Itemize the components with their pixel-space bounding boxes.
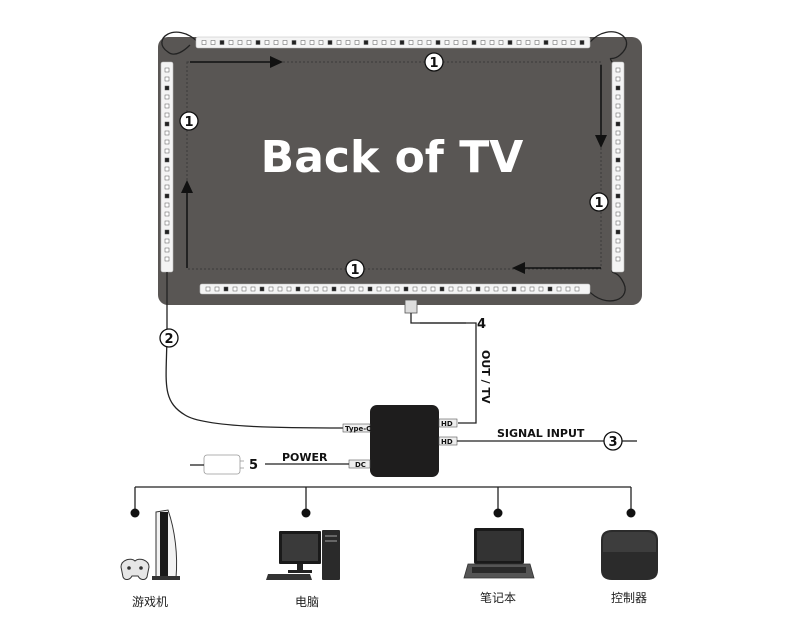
direction-arrow-right (595, 65, 607, 148)
strip-marker-top: 1 (424, 52, 444, 72)
game-console-icon (120, 509, 180, 580)
corner-cable-top-right (589, 31, 628, 63)
corner-cable-bottom-right (587, 269, 626, 302)
svg-text:HD: HD (441, 438, 453, 446)
svg-text:1: 1 (350, 263, 359, 278)
direction-arrow-bottom (512, 262, 601, 274)
type-c-port: Type-C (342, 423, 371, 433)
signal-input-label: SIGNAL INPUT (497, 427, 585, 440)
svg-text:HD: HD (441, 420, 453, 428)
led-strip-left (160, 61, 174, 273)
control-box-icon (601, 530, 658, 580)
power-label: POWER (282, 451, 328, 464)
svg-text:1: 1 (594, 196, 603, 211)
hdmi-out-marker: 4 (477, 317, 486, 332)
power-adapter (203, 454, 244, 475)
signal-input-marker: 3 (603, 431, 623, 451)
svg-text:3: 3 (608, 435, 617, 450)
hd-out-port: HD (438, 418, 458, 428)
hdmi-out-cable (410, 313, 477, 424)
dc-port: DC (348, 459, 371, 469)
out-tv-label: OUT / TV (479, 350, 492, 404)
strip-marker-bottom: 1 (345, 259, 365, 279)
laptop-icon (463, 528, 535, 579)
corner-cable-top-left (161, 31, 199, 55)
tv-back-panel (158, 37, 642, 305)
type-c-cable (165, 272, 346, 429)
direction-arrow-top (190, 56, 283, 68)
led-strip-bottom (199, 283, 591, 295)
svg-text:1: 1 (429, 56, 438, 71)
tv-title: Back of TV (261, 132, 524, 183)
direction-arrow-left (181, 180, 193, 268)
svg-text:DC: DC (355, 461, 366, 469)
device-label-desktop: 电脑 (295, 595, 319, 609)
strip-marker-left: 1 (179, 111, 199, 131)
tv-hdmi-port (404, 299, 418, 314)
desktop-computer-icon (266, 530, 340, 580)
svg-text:4: 4 (477, 317, 486, 332)
device-label-game-console: 游戏机 (132, 595, 168, 609)
power-marker: 5 (249, 458, 258, 473)
strip-path-outline (186, 61, 602, 270)
device-label-control-box: 控制器 (611, 591, 647, 605)
hd-in-port: HD (438, 436, 458, 446)
led-strip-right (611, 61, 625, 273)
svg-text:2: 2 (164, 332, 173, 347)
controller-hub (370, 405, 439, 477)
device-label-laptop: 笔记本 (480, 590, 516, 605)
svg-text:Type-C: Type-C (345, 425, 371, 433)
type-c-marker: 2 (159, 328, 179, 348)
svg-text:1: 1 (184, 115, 193, 130)
strip-marker-right: 1 (589, 192, 609, 212)
led-strip-top (195, 36, 591, 49)
